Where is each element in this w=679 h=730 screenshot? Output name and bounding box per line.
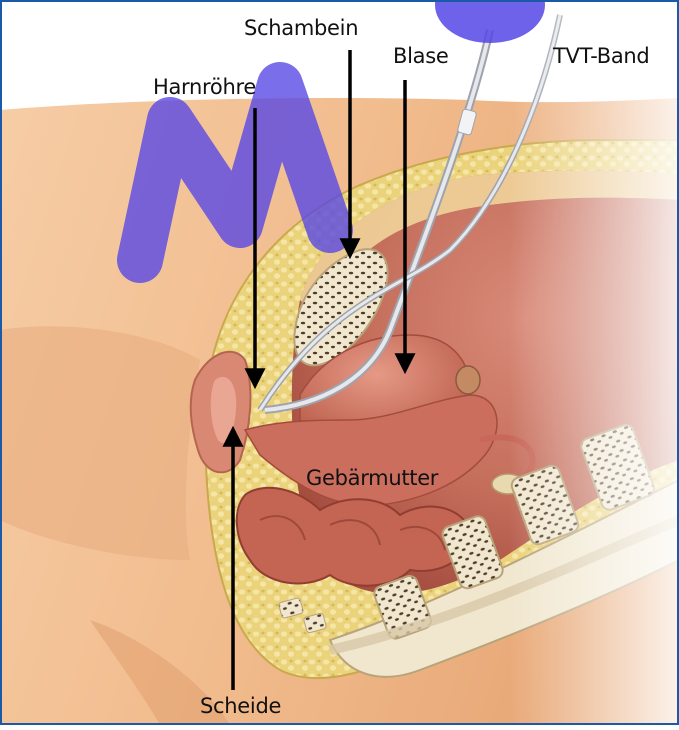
label-harnroehre: Harnröhre xyxy=(153,75,256,99)
label-tvt-band: TVT-Band xyxy=(553,44,649,68)
label-gebaermutter: Gebärmutter xyxy=(306,466,438,490)
label-scheide: Scheide xyxy=(200,694,281,718)
label-blase: Blase xyxy=(393,44,448,68)
label-schambein: Schambein xyxy=(244,16,358,40)
